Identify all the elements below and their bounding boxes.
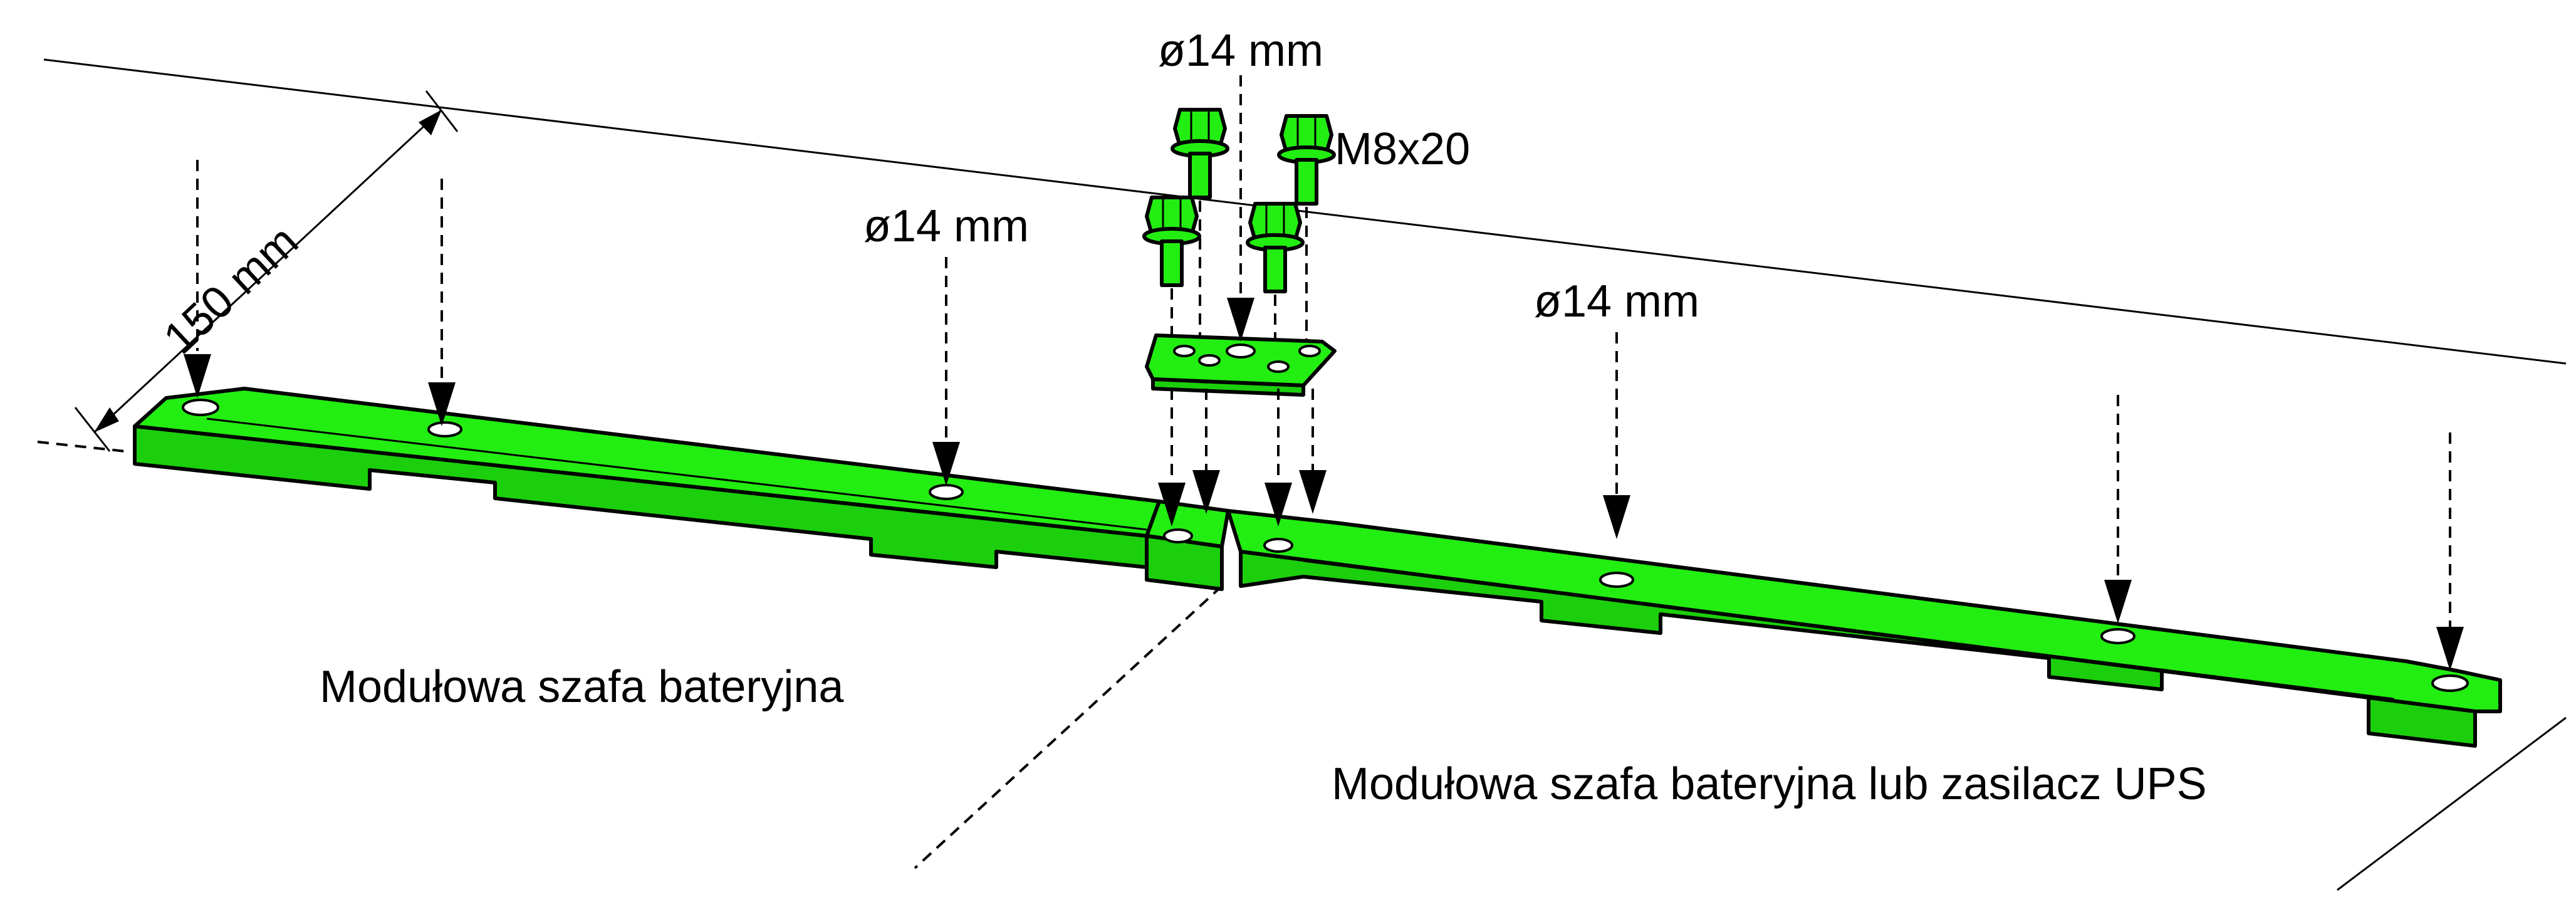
hole-size-label-right: ø14 mm bbox=[1534, 276, 1699, 327]
arrow-down-icon bbox=[1603, 495, 1630, 539]
hex-bolt-icon bbox=[1144, 197, 1199, 285]
left-plinth-rail bbox=[133, 387, 1230, 591]
distance-label: 150 mm bbox=[154, 216, 308, 364]
assembly-arrows bbox=[184, 75, 2464, 671]
floor-edge-line bbox=[2337, 716, 2567, 891]
arrow-down-icon bbox=[1299, 470, 1327, 514]
diagram-labels: ø14 mm M8x20 ø14 mm ø14 mm Modułowa szaf… bbox=[320, 26, 2207, 809]
wall-line bbox=[43, 58, 2567, 365]
hex-bolt-icon bbox=[1248, 204, 1303, 291]
right-plinth-rail bbox=[1226, 509, 2502, 748]
cabinet-left-label: Modułowa szafa bateryjna bbox=[320, 662, 844, 712]
bolt-size-label: M8x20 bbox=[1335, 124, 1470, 174]
arrow-down-icon bbox=[2436, 627, 2464, 671]
cabinet-right-label: Modułowa szafa bateryjna lub zasilacz UP… bbox=[1332, 759, 2207, 809]
arrow-down-icon bbox=[1227, 298, 1254, 342]
joint-plate bbox=[1145, 333, 1337, 397]
hole-size-label-top: ø14 mm bbox=[1158, 26, 1323, 76]
floor-start-line bbox=[37, 441, 126, 453]
hex-bolt-icon bbox=[1172, 110, 1228, 197]
floor-reference-lines bbox=[37, 58, 2567, 891]
cabinet-divider-line bbox=[914, 585, 1223, 869]
hex-bolt-icon bbox=[1279, 116, 1334, 204]
arrow-down-icon bbox=[2104, 580, 2132, 624]
hole-size-label-left: ø14 mm bbox=[863, 201, 1029, 251]
